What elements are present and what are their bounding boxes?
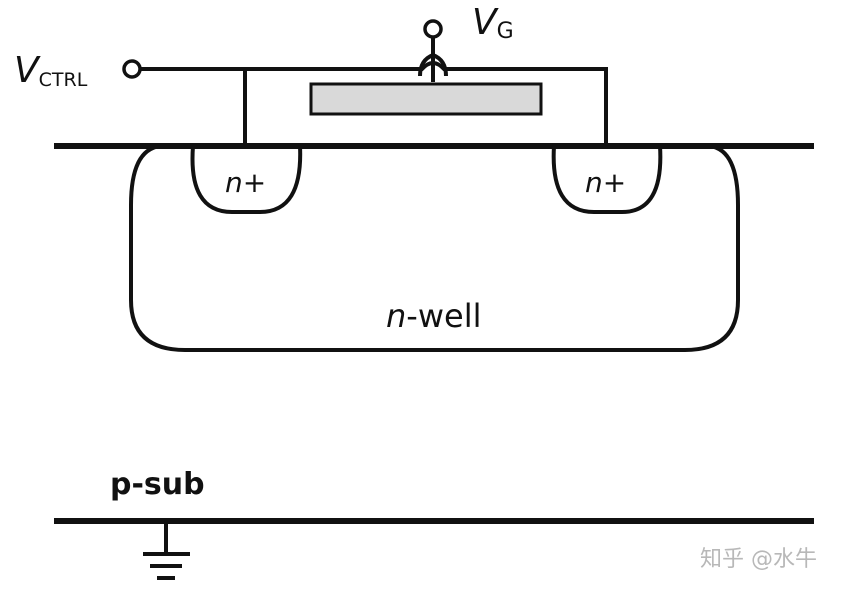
vctrl-terminal: [122, 59, 142, 79]
gate-contact-right: [432, 53, 448, 77]
n-plus-right-label: n+: [585, 166, 626, 199]
n-plus-left-label: n+: [225, 166, 266, 199]
n-plus-left-region: [190, 145, 303, 214]
vctrl-label: VCTRL: [14, 50, 88, 91]
vg-label: VG: [472, 2, 514, 44]
gate-contact-left: [418, 53, 434, 77]
vg-terminal: [423, 19, 443, 39]
watermark-text: 知乎 @水牛: [700, 547, 817, 572]
p-sub-label: p-sub: [110, 467, 205, 502]
n-well-region: [129, 144, 740, 352]
ground-icon: [143, 521, 190, 580]
control-wire: [141, 61, 608, 146]
gate-electrode: [309, 82, 543, 116]
n-well-label: n-well: [386, 297, 481, 335]
n-plus-right-region: [551, 145, 663, 214]
